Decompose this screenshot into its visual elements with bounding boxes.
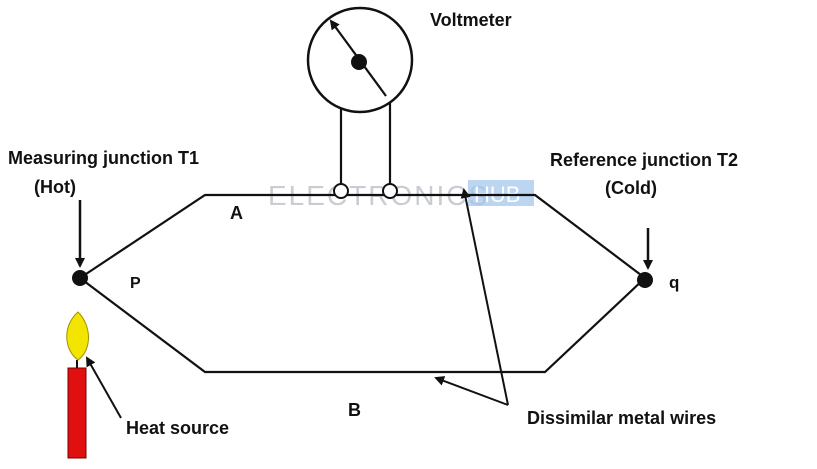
voltmeter-lead-right: [376, 100, 392, 188]
voltmeter: [306, 6, 414, 114]
measuring-hot-label: (Hot): [34, 177, 76, 197]
terminal-left: [333, 183, 349, 199]
voltmeter-pivot: [351, 54, 367, 70]
wire-a: [79, 193, 646, 279]
dissimilar-arrow-top: [460, 188, 509, 406]
wire-b: [79, 277, 646, 374]
candle-body: [67, 367, 87, 459]
dissimilar-wires-label: Dissimilar metal wires: [527, 408, 716, 428]
wire-a-label: A: [230, 203, 243, 223]
flame-icon: [66, 311, 89, 361]
terminal-right: [382, 183, 398, 199]
point-p-label: P: [130, 275, 141, 292]
junction-q-dot: [637, 272, 653, 288]
heat-source-label: Heat source: [126, 418, 229, 438]
dissimilar-arrow-bottom: [434, 376, 509, 406]
voltmeter-label: Voltmeter: [430, 10, 512, 30]
candle-icon: [66, 311, 89, 459]
reference-cold-label: (Cold): [605, 178, 657, 198]
reference-junction-label: Reference junction T2: [550, 150, 738, 170]
measuring-junction-label: Measuring junction T1: [8, 148, 199, 168]
point-q-label: q: [669, 273, 679, 292]
wire-b-label: B: [348, 400, 361, 420]
voltmeter-lead-left: [339, 100, 355, 188]
junction-p-dot: [72, 270, 88, 286]
heat-source-arrow: [86, 356, 122, 419]
watermark-badge: [468, 180, 534, 206]
